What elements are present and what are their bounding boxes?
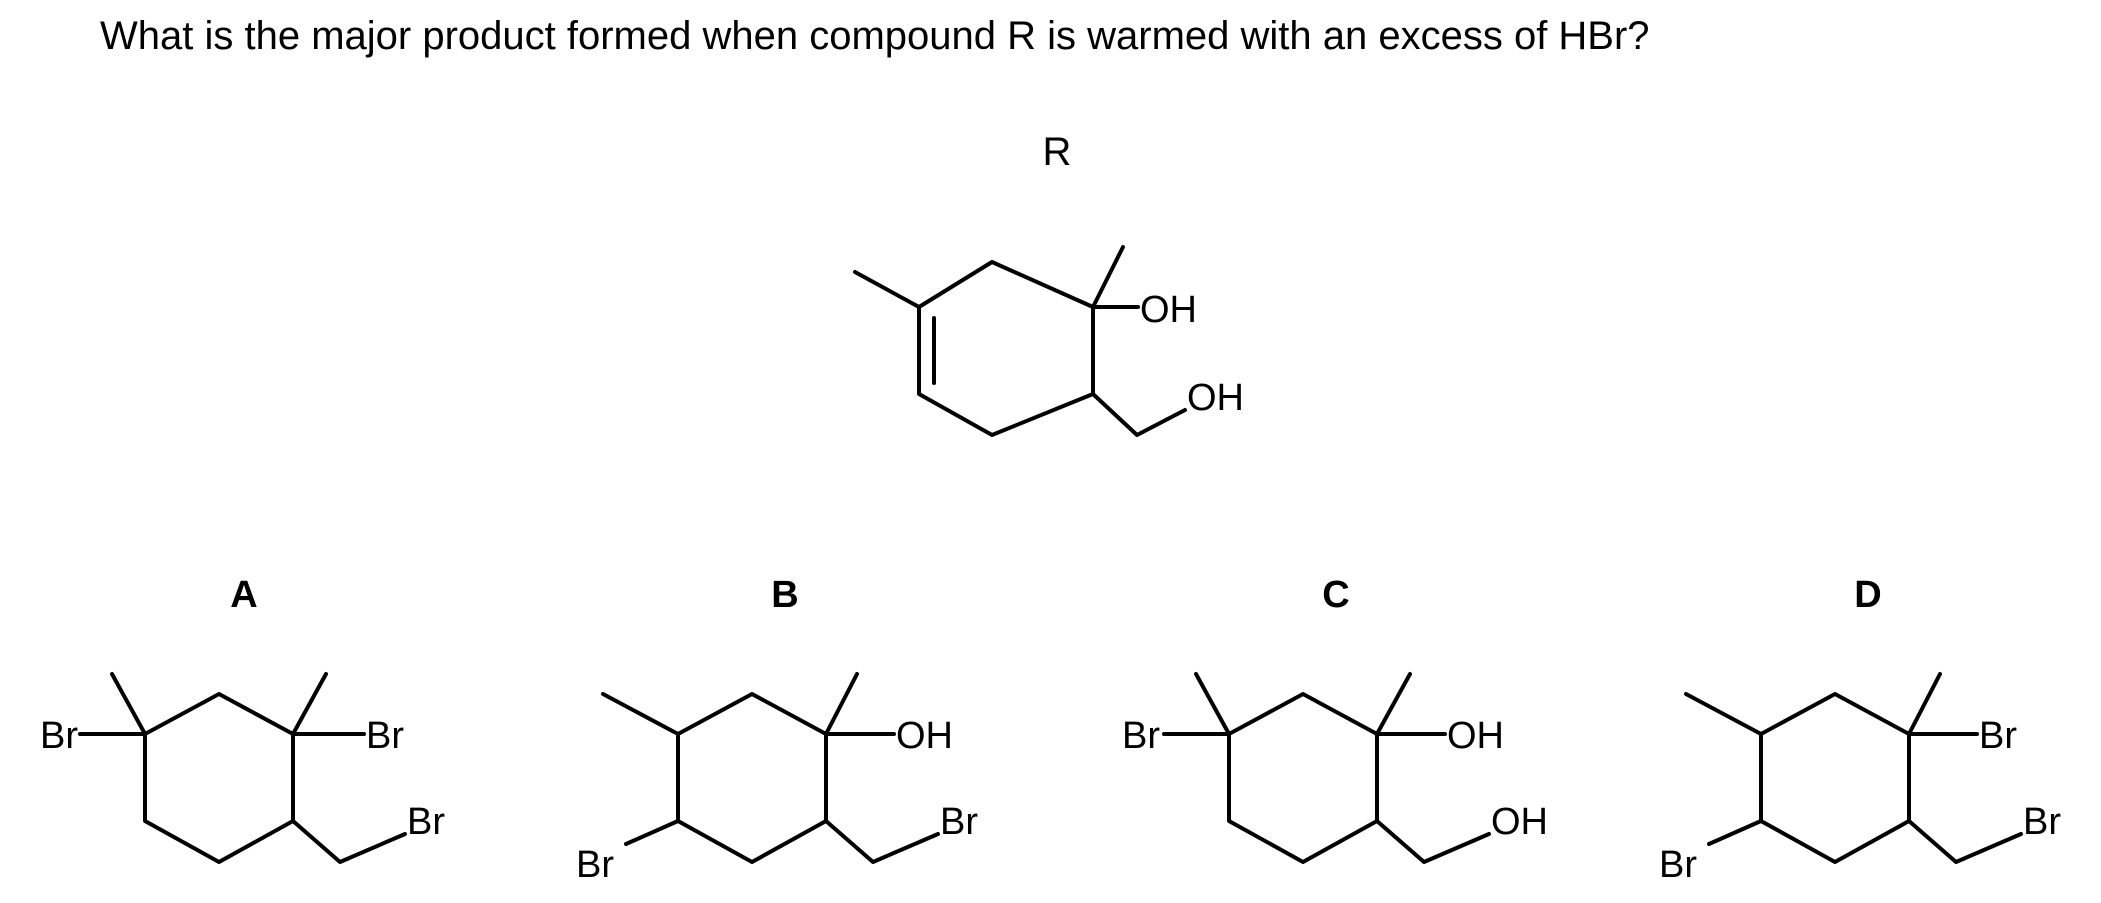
option-d-group-chain: Br (2023, 801, 2061, 843)
option-d-group-br-right: Br (1979, 715, 2017, 757)
option-a-group-right: Br (366, 715, 404, 757)
option-c-ring (1227, 692, 1379, 864)
option-a: A Br Br Br (40, 574, 445, 864)
option-b: B OH Br Br (576, 574, 978, 886)
compound-r: R OH OH (853, 130, 1244, 437)
compound-r-methyl-left (853, 270, 921, 309)
option-b-methyl-right (824, 672, 859, 736)
option-a-group-chain: Br (407, 801, 445, 843)
option-d: D Br Br Br (1659, 574, 2061, 886)
option-d-methyl-right (1907, 672, 1942, 736)
option-b-br-bond-ring (624, 819, 680, 846)
option-d-methyl-left (1684, 692, 1763, 736)
option-a-group-left: Br (40, 715, 78, 757)
question-text: What is the major product formed when co… (100, 14, 1650, 58)
option-c-group-oh-chain: OH (1491, 801, 1548, 843)
compound-r-ch2-chain (1091, 392, 1187, 437)
option-a-ch2-chain (291, 819, 407, 864)
option-a-methyl-right (291, 672, 328, 736)
option-c-group-br: Br (1122, 715, 1160, 757)
option-d-ch2-chain (1907, 819, 2023, 864)
option-b-methyl-left (601, 692, 680, 736)
option-b-ring (676, 692, 828, 864)
option-a-methyl-left (110, 672, 147, 736)
option-d-br-bond-ring (1707, 819, 1763, 846)
option-b-group-chain: Br (940, 801, 978, 843)
option-c-methyl-left (1194, 672, 1231, 736)
compound-r-label: R (1043, 130, 1072, 174)
option-c-group-oh-ring: OH (1447, 715, 1504, 757)
option-c-ch2-chain (1375, 819, 1491, 864)
compound-r-methyl-top (1091, 245, 1125, 309)
option-b-group-oh: OH (896, 715, 953, 757)
option-d-letter: D (1854, 574, 1881, 616)
option-a-letter: A (230, 574, 257, 616)
option-c-methyl-right (1375, 672, 1412, 736)
option-d-group-br-ring: Br (1659, 844, 1697, 886)
option-d-ring (1759, 692, 1911, 864)
option-b-letter: B (771, 574, 798, 616)
compound-r-ring (917, 260, 1095, 437)
option-c: C Br OH OH (1122, 574, 1548, 864)
option-b-ch2-chain (824, 819, 940, 864)
option-c-letter: C (1322, 574, 1349, 616)
compound-r-oh-ring: OH (1140, 289, 1197, 331)
compound-r-oh-chain: OH (1187, 377, 1244, 419)
option-a-ring (143, 692, 295, 864)
option-b-group-br-ring: Br (576, 844, 614, 886)
